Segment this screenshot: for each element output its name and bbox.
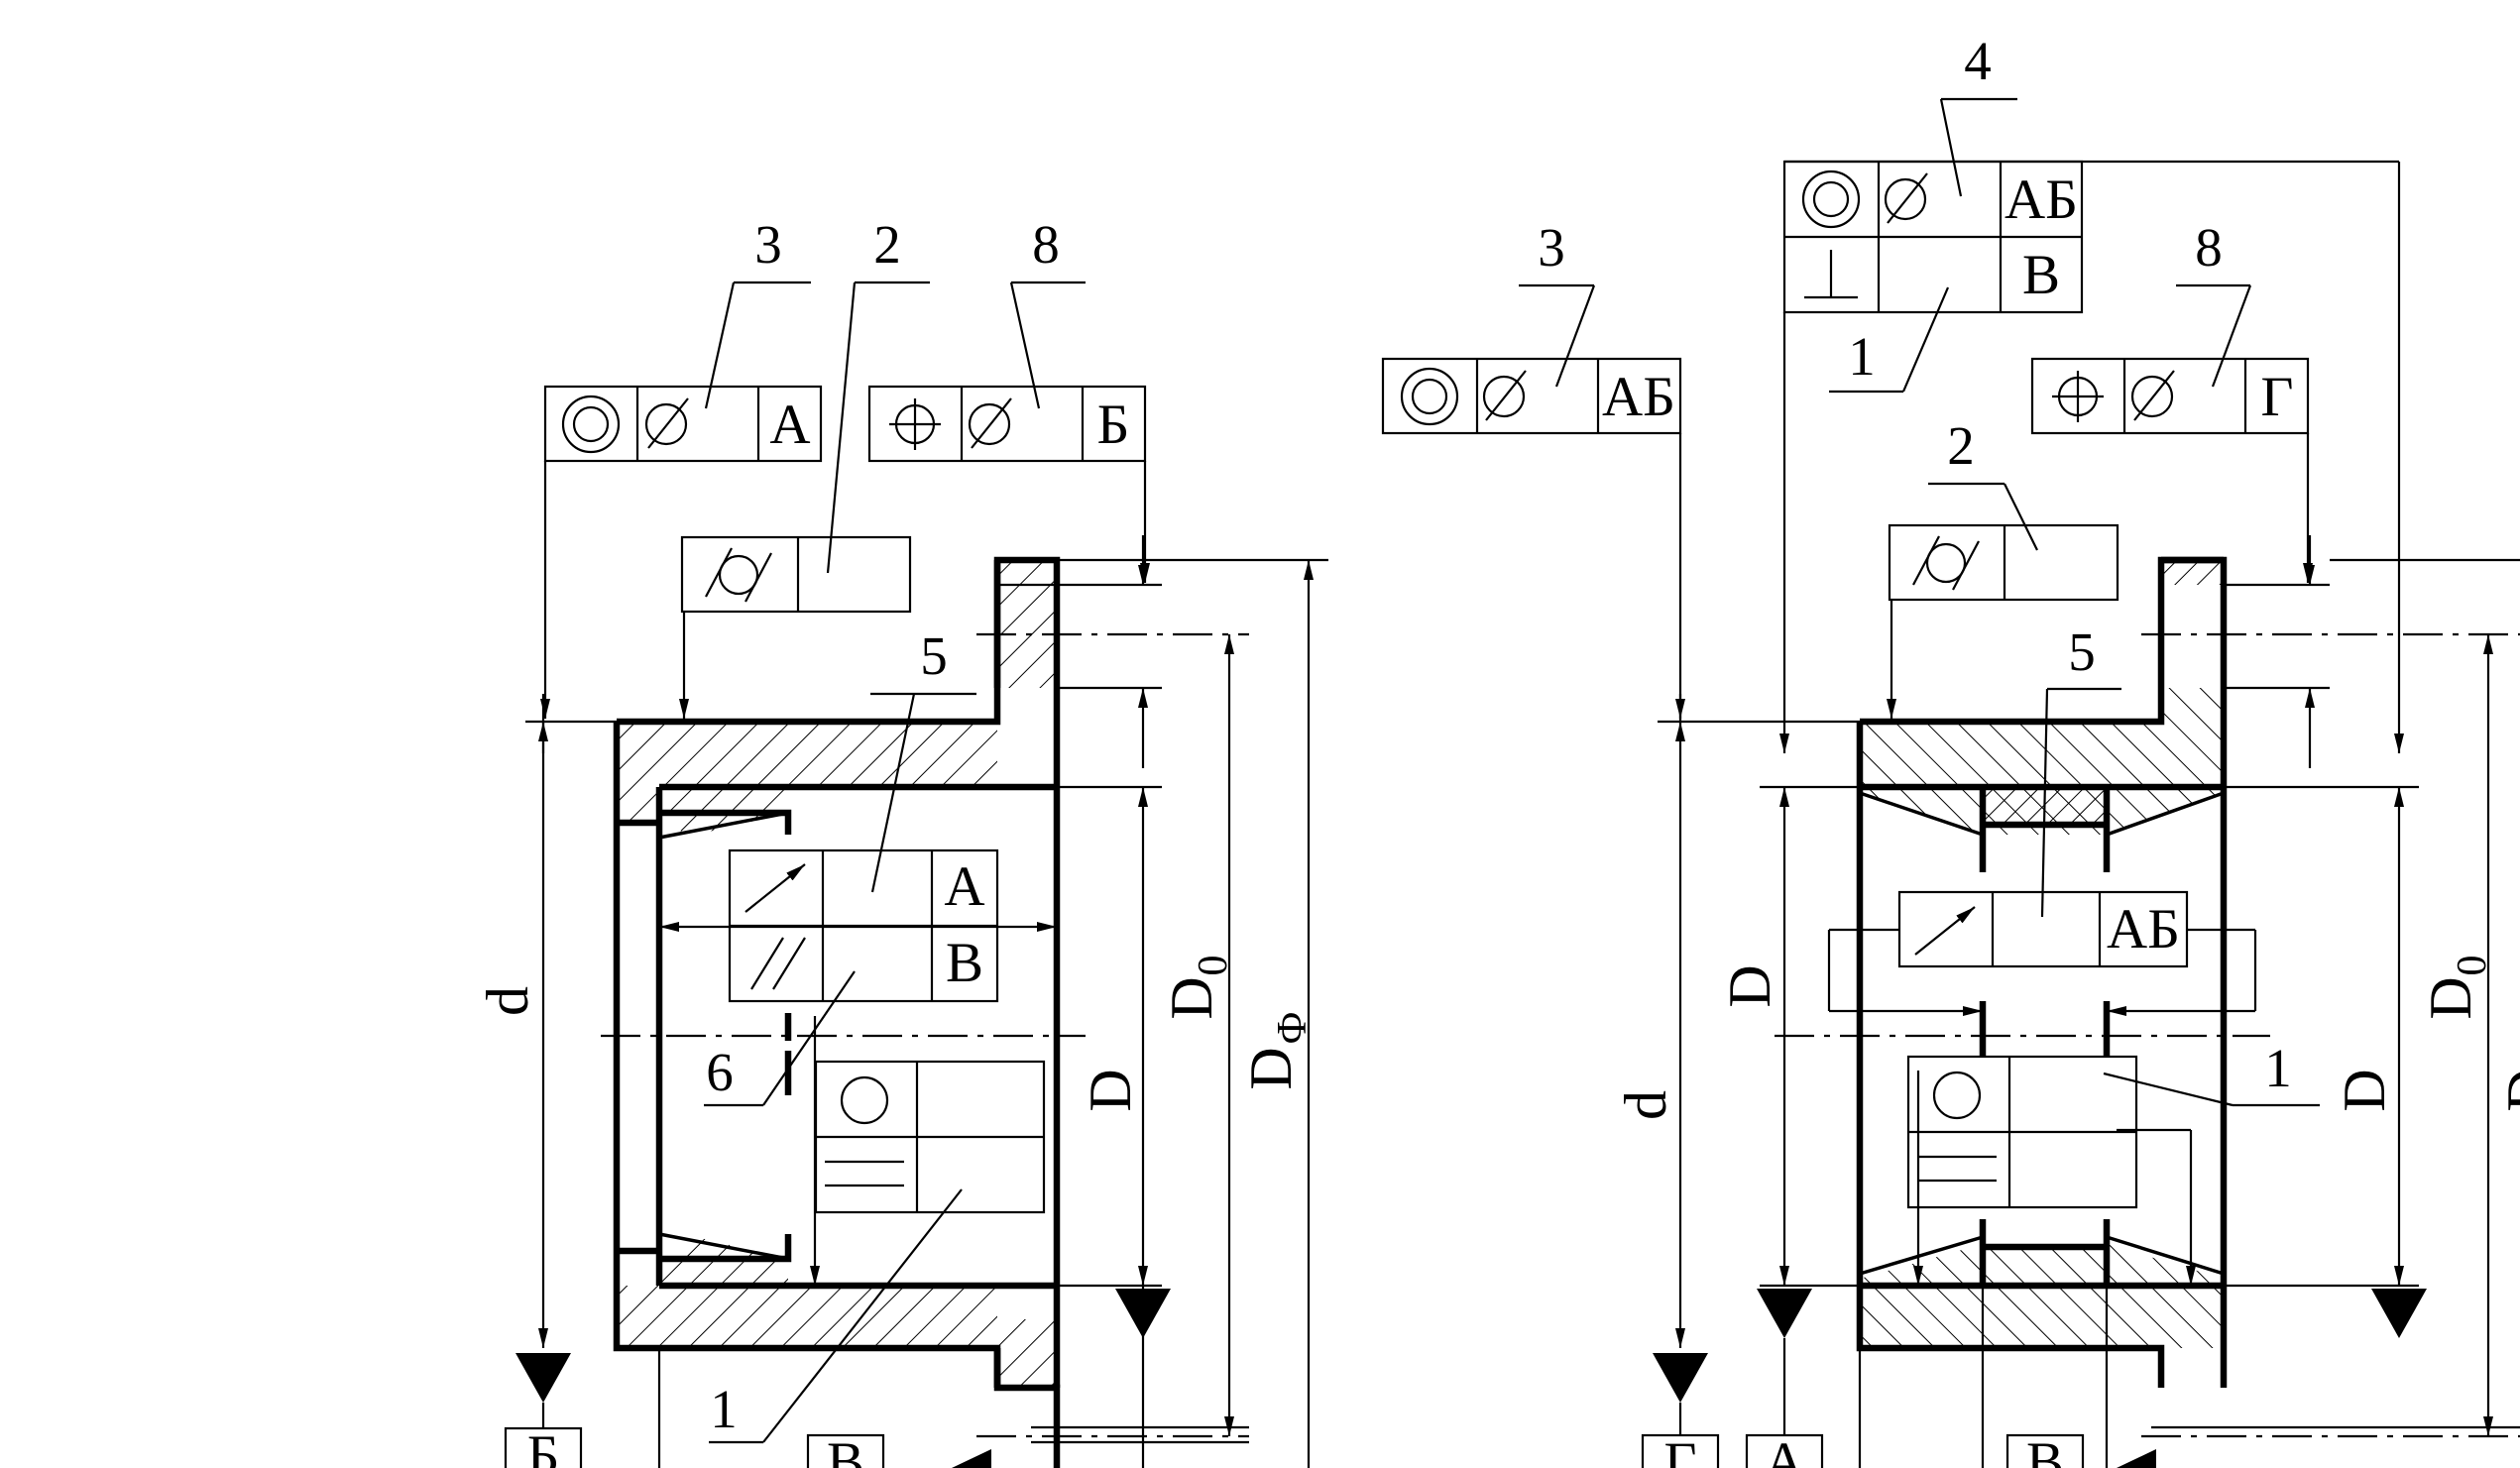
- dim-d: d: [1613, 1090, 1678, 1120]
- svg-text:Ф: Ф: [1270, 1011, 1316, 1044]
- diameter-icon: [1884, 172, 1928, 224]
- leader-2: 2: [1947, 415, 1975, 476]
- dim-Df: D Ф: [1238, 1011, 1316, 1089]
- frame-8-position: Г 8: [2030, 217, 2313, 583]
- parallelism-icon: [750, 937, 806, 990]
- datum-triangle: [2371, 1289, 2427, 1338]
- datum-triangle-a: [1757, 1289, 1812, 1338]
- figure-a-section: [613, 556, 1061, 1468]
- frame-8-position: Б 8: [867, 214, 1150, 583]
- leader-6: 6: [706, 1042, 734, 1102]
- datum-g: Г: [1664, 1431, 1697, 1468]
- diameter-icon: [968, 397, 1012, 449]
- svg-text:0: 0: [2450, 956, 2495, 976]
- runout-icon: [1914, 906, 1976, 956]
- datum-box-a: [1745, 1433, 1824, 1468]
- figure-b-section: [1856, 556, 2228, 1468]
- frame-4-base-bottom: В: [2022, 244, 2060, 306]
- coaxiality-icon: [561, 395, 621, 454]
- frame-1-roundness: 1: [709, 1060, 1046, 1444]
- frame-8-base: Б: [1097, 394, 1130, 456]
- frame-5-base: АБ: [2107, 898, 2180, 960]
- figure-a: d D D 0 D Ф А 3: [475, 214, 1328, 1468]
- straightness-icon: [825, 1160, 904, 1187]
- leader-1b: 1: [2264, 1038, 2292, 1098]
- roundness-icon: [1932, 1071, 1982, 1120]
- datum-box-v: [806, 1433, 885, 1468]
- frame-3-base: А: [769, 394, 810, 456]
- frame-2-cylindricity: 2: [679, 214, 930, 719]
- svg-text:D: D: [1238, 1047, 1304, 1089]
- datum-triangle-b: [515, 1353, 571, 1403]
- frame-4-coaxiality-perpendicularity: АБ В 4 1: [1779, 31, 2404, 753]
- coaxiality-icon: [1801, 169, 1861, 229]
- leader-2: 2: [873, 214, 901, 275]
- dim-D0: D 0: [2418, 956, 2495, 1020]
- datum-v: В: [2026, 1431, 2064, 1468]
- datum-box-g: [1641, 1433, 1720, 1468]
- figure-b-dimensions: [1658, 535, 2520, 1436]
- perpendicularity-icon: [1804, 250, 1858, 299]
- coaxiality-icon: [1400, 367, 1459, 426]
- frame-3-base: АБ: [1602, 366, 1675, 428]
- datum-triangle-g: [1653, 1353, 1708, 1403]
- frame-3-coaxiality: АБ 3: [1381, 217, 1685, 719]
- leader-5: 5: [2068, 621, 2096, 682]
- datum-triangle: [1115, 1289, 1171, 1338]
- leader-8: 8: [1032, 214, 1060, 275]
- runout-icon: [745, 863, 806, 913]
- svg-text:D: D: [2418, 976, 2483, 1019]
- figure-b: D d D D 0 D АБ В: [1381, 31, 2520, 1468]
- diameter-icon: [1482, 370, 1527, 421]
- diameter-icon: [2130, 370, 2175, 421]
- leader-5: 5: [920, 625, 948, 686]
- datum-box-v: [2005, 1433, 2085, 1468]
- frame-1-roundness: 1: [1906, 1038, 2320, 1209]
- svg-text:D: D: [1159, 976, 1224, 1019]
- cylindricity-icon: [1912, 535, 1980, 591]
- dim-D: D: [1078, 1069, 1143, 1111]
- figure-a-dimensions: [525, 535, 1328, 1468]
- frame-5-base-bottom: В: [946, 932, 983, 994]
- dim-D-right: D: [2332, 1069, 2397, 1111]
- datum-a: А: [1764, 1431, 1804, 1468]
- leader-8: 8: [2195, 217, 2223, 278]
- dim-D-left: D: [1717, 964, 1782, 1007]
- frame-8-base: Г: [2261, 366, 2294, 428]
- leader-3: 3: [1538, 217, 1565, 278]
- frame-2-cylindricity: 2: [1887, 415, 2119, 719]
- leader-4: 4: [1964, 31, 1992, 91]
- roundness-icon: [840, 1075, 889, 1125]
- dim-Df: D: [2495, 1069, 2520, 1111]
- cylindricity-icon: [705, 547, 772, 603]
- datum-v: В: [827, 1431, 864, 1468]
- frame-5-runout: АБ 5: [1897, 621, 2189, 968]
- frame-5-base-top: А: [944, 855, 984, 918]
- frame-5-runout: А В 5 6: [704, 625, 999, 1107]
- dim-D0: D 0: [1159, 956, 1236, 1020]
- leader-1a: 1: [1848, 326, 1876, 387]
- straightness-icon: [1917, 1155, 1997, 1183]
- frame-3-coaxiality: А 3: [540, 214, 823, 719]
- svg-text:0: 0: [1191, 956, 1236, 976]
- position-icon: [2052, 371, 2104, 422]
- diameter-icon: [644, 397, 689, 449]
- datum-b: Б: [527, 1424, 560, 1468]
- leader-1: 1: [710, 1379, 738, 1439]
- datum-box-b: [504, 1426, 583, 1468]
- leader-3: 3: [754, 214, 782, 275]
- position-icon: [889, 398, 941, 450]
- dim-d: d: [475, 986, 540, 1016]
- frame-4-base-top: АБ: [2005, 169, 2078, 231]
